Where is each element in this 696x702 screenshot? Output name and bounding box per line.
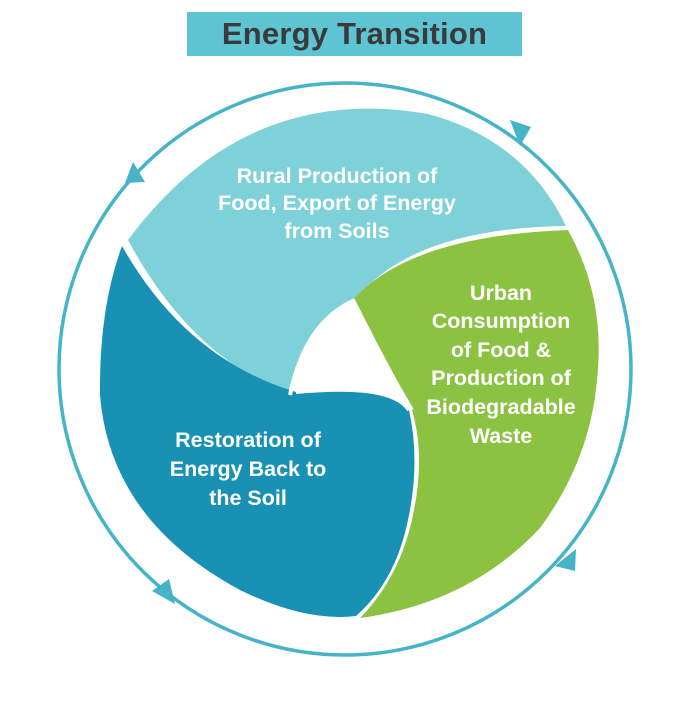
arrow-icon — [555, 549, 576, 571]
diagram-title: Energy Transition — [221, 16, 488, 51]
label-restoration-line: Energy Back to — [170, 457, 327, 481]
label-restoration-line: Restoration of — [175, 428, 322, 452]
segment-rural — [128, 108, 566, 395]
title-banner: Energy Transition — [187, 12, 522, 56]
arrow-icon — [510, 120, 531, 146]
label-rural: Rural Production of Food, Export of Ener… — [218, 164, 456, 243]
label-urban: Urban Consumption of Food & Production o… — [426, 281, 575, 448]
cycle-ring — [57, 81, 633, 657]
label-restoration: Restoration of Energy Back to the Soil — [170, 428, 327, 510]
label-urban-line: Waste — [470, 424, 533, 448]
label-rural-line: Food, Export of Energy — [218, 191, 456, 215]
segment-urban — [353, 230, 599, 618]
label-urban-line: Consumption — [432, 309, 571, 333]
segment-restoration — [99, 246, 415, 617]
label-urban-line: of Food & — [451, 338, 551, 362]
label-urban-line: Urban — [470, 281, 532, 305]
arrow-icon — [125, 162, 145, 183]
label-restoration-line: the Soil — [209, 486, 287, 510]
label-urban-line: Biodegradable — [426, 395, 575, 419]
label-rural-line: from Soils — [284, 219, 389, 243]
arrow-icon — [152, 579, 175, 604]
label-urban-line: Production of — [431, 366, 572, 390]
label-rural-line: Rural Production of — [237, 164, 439, 188]
